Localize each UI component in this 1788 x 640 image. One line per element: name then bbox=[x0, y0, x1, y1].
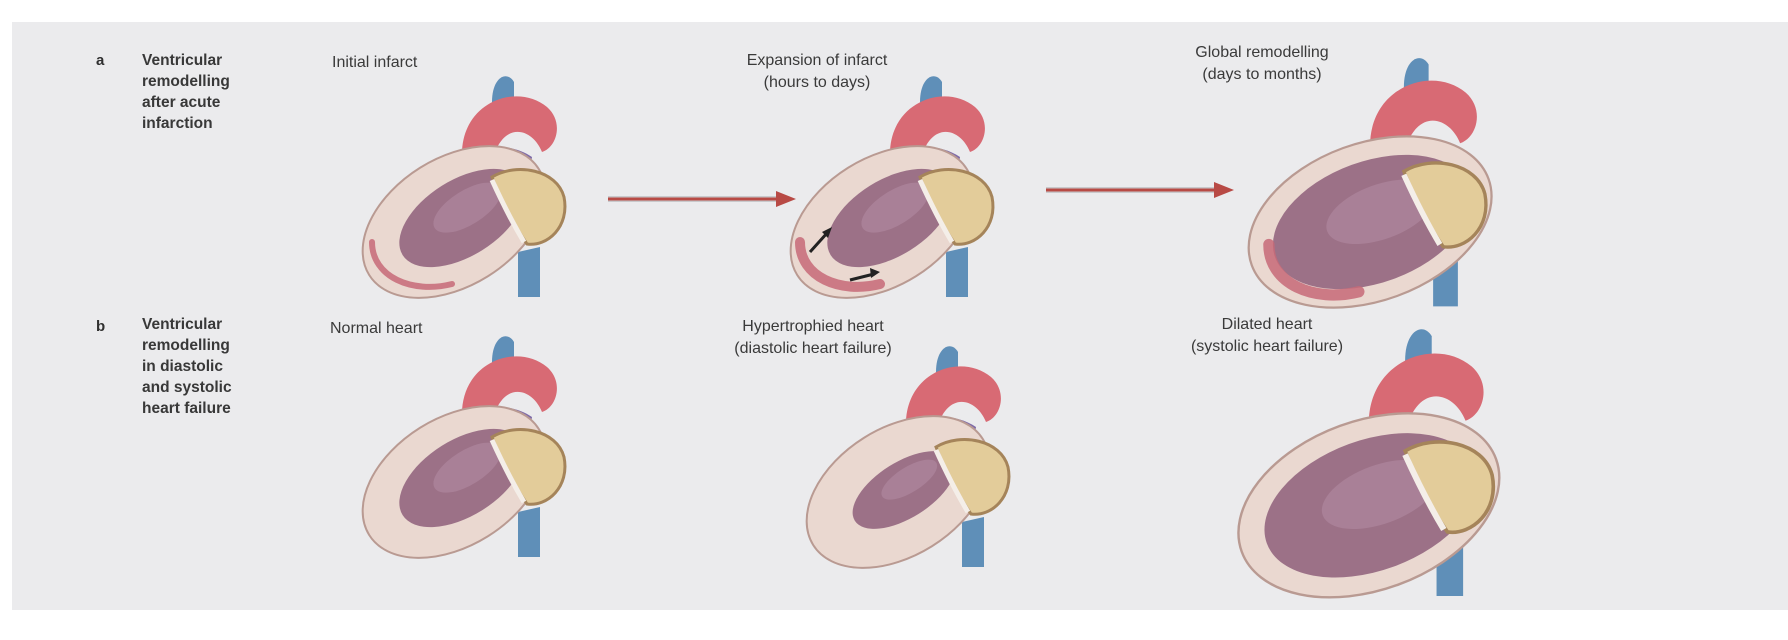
heart-normal-icon bbox=[342, 322, 612, 562]
panel-b-letter: b bbox=[96, 318, 105, 335]
heart-initial-infarct-icon bbox=[342, 62, 612, 302]
cropped-header-strip bbox=[0, 0, 1788, 20]
figure-panel: a Ventricular remodelling after acute in… bbox=[12, 22, 1788, 634]
heart-hypertrophied-icon bbox=[786, 332, 1056, 572]
heart-dilated-icon bbox=[1222, 312, 1552, 602]
panel-a-letter: a bbox=[96, 52, 104, 69]
arrow-to-global-remodelling-icon bbox=[1046, 179, 1236, 201]
bottom-margin bbox=[0, 610, 1788, 640]
heart-global-remodelling-icon bbox=[1222, 42, 1552, 312]
panel-b-label: Ventricular remodelling in diastolic and… bbox=[142, 314, 292, 419]
heart-expanded-infarct-icon bbox=[770, 62, 1040, 302]
panel-a-label: Ventricular remodelling after acute infa… bbox=[142, 50, 292, 134]
